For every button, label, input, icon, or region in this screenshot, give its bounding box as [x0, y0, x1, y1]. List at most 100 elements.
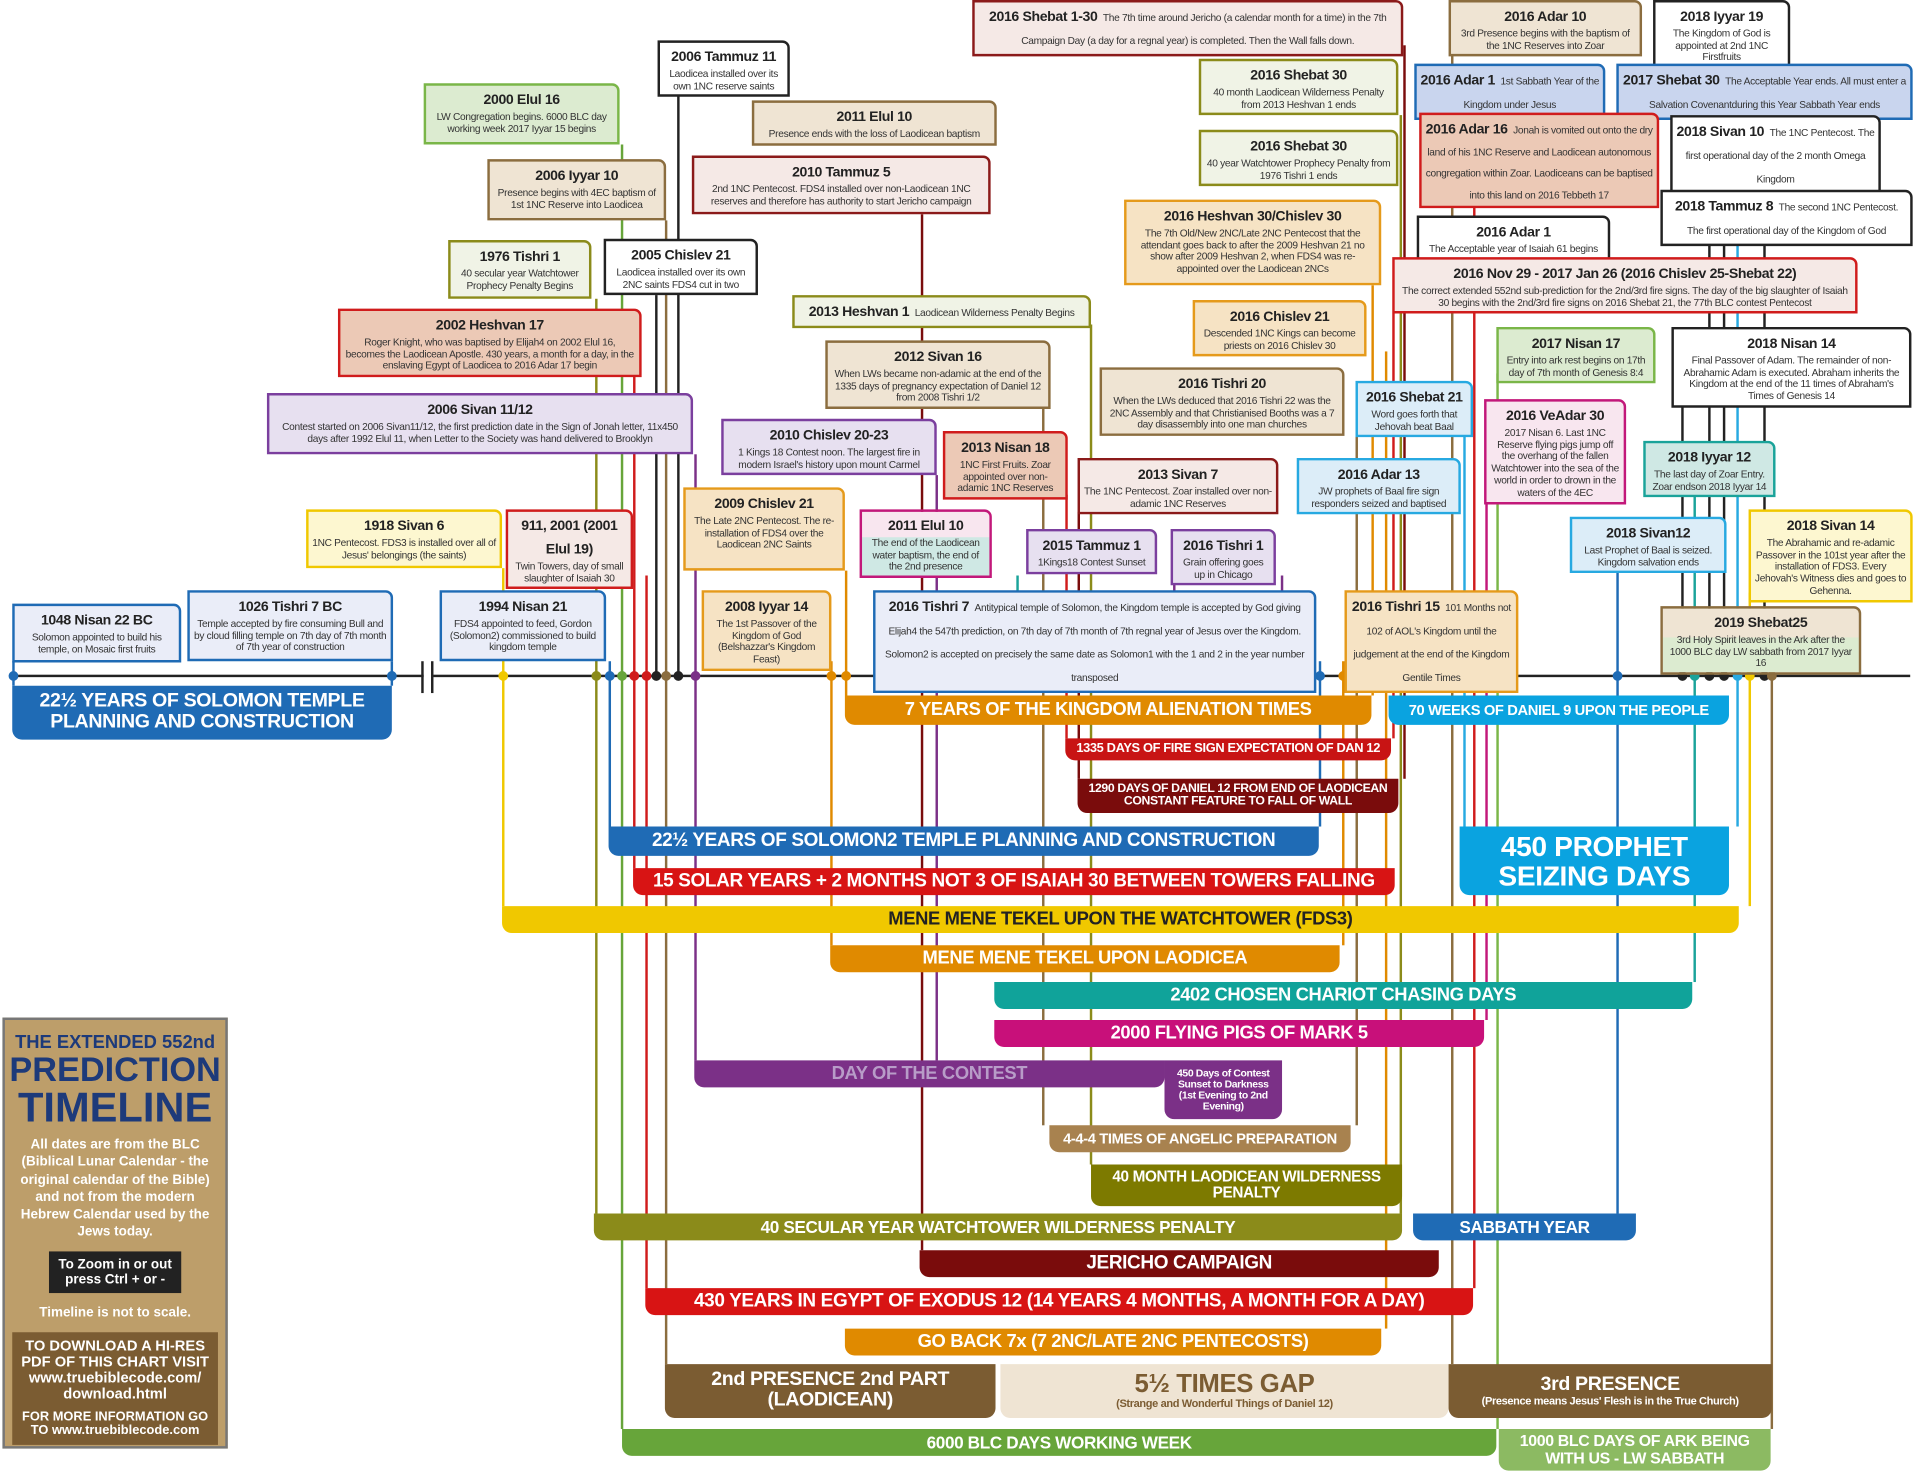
timeline-dot	[1689, 671, 1700, 681]
timeline-dot	[1719, 671, 1729, 681]
event-description: LW Congregation begins. 6000 BLC day wor…	[436, 110, 607, 135]
event-description: Solomon appointed to build his temple, o…	[31, 630, 162, 655]
event-description: 1st Sabbath Year of the Kingdom under Je…	[1463, 74, 1600, 111]
period-label: 450 PROPHET SEIZING DAYS	[1498, 830, 1696, 892]
event-description: The Late 2NC Pentecost. The re-installat…	[694, 514, 835, 551]
event-date: 2018 Sivan 10	[1676, 124, 1765, 140]
event-box: 2013 Heshvan 1 Laodicean Wilderness Pena…	[792, 295, 1092, 329]
event-description: Presence ends with the loss of Laodicean…	[768, 127, 981, 140]
event-date: 2016 Adar 1	[1420, 73, 1496, 89]
event-description: Grain offering goes up in Chicago	[1183, 555, 1264, 580]
event-description: The 1NC Pentecost. Zoar installed over n…	[1084, 484, 1272, 509]
axis-break-mark	[431, 661, 434, 694]
connector-line	[1722, 176, 1726, 676]
event-date: 1994 Nisan 21	[478, 600, 568, 615]
timeline-dot	[498, 671, 509, 681]
event-description: Entry into ark rest begins on 17th day o…	[1506, 353, 1646, 378]
event-date: 1048 Nisan 22 BC	[40, 613, 153, 629]
more-info-link-text[interactable]: FOR MORE INFORMATION GO TO www.truebible…	[22, 1408, 209, 1438]
download-link-text[interactable]: TO DOWNLOAD A HI-RES PDF OF THIS CHART V…	[21, 1336, 209, 1403]
zoom-hint: To Zoom in or out press Ctrl + or -	[48, 1251, 182, 1293]
event-description: 3rd Holy Spirit leaves in the Ark after …	[1669, 632, 1852, 670]
event-date: 2010 Chislev 20-23	[769, 428, 889, 444]
event-description: Laodicea installed over its own 1NC rese…	[669, 67, 778, 92]
period-bar: 22½ YEARS OF SOLOMON TEMPLE PLANNING AND…	[12, 685, 392, 740]
period-label: 2000 FLYING PIGS OF MARK 5	[1110, 1022, 1369, 1044]
axis-gap	[423, 671, 434, 681]
connector-line	[633, 374, 636, 869]
timeline-dot	[591, 671, 602, 681]
event-date: 2006 Tammuz 11	[671, 50, 777, 65]
timeline-dot	[651, 671, 662, 681]
event-date: 2016 Adar 16	[1425, 122, 1508, 138]
event-box: 2016 Tishri 7 Antitypical temple of Solo…	[873, 590, 1317, 693]
legend-title-line1: THE EXTENDED 552nd	[15, 1032, 216, 1054]
event-date: 2002 Heshvan 17	[435, 318, 544, 334]
connector-line	[1496, 373, 1499, 1429]
legend-title-line3: TIMELINE	[17, 1084, 213, 1132]
timeline-dot	[1766, 671, 1777, 681]
timeline-dot	[8, 671, 19, 681]
connector-line	[1770, 660, 1774, 1429]
period-bar: 40 MONTH LAODICEAN WILDERNESS PENALTY	[1091, 1164, 1403, 1207]
period-label: GO BACK 7x (7 2NC/LATE 2NC PENTECOSTS)	[917, 1331, 1309, 1352]
event-description: Jonah is vomited out onto the dry land o…	[1425, 123, 1653, 201]
event-description: When LWs became non-adamic at the end of…	[834, 367, 1042, 404]
period-label: 2nd PRESENCE 2nd PART (LAODICEAN)	[711, 1369, 955, 1411]
connector-line	[1748, 592, 1752, 907]
connector-line	[1485, 502, 1488, 1021]
connector-line	[677, 89, 680, 676]
connector-line	[920, 214, 924, 1251]
event-description: Temple accepted by fire consuming Bull a…	[194, 616, 387, 654]
period-bar: 430 YEARS IN EGYPT OF EXODUS 12 (14 YEAR…	[645, 1288, 1474, 1316]
event-date: 2019 Shebat25	[1714, 615, 1808, 631]
event-date: 2016 Nov 29 - 2017 Jan 26 (2016 Chislev …	[1453, 266, 1797, 282]
period-bar: 6000 BLC DAYS WORKING WEEK	[622, 1428, 1497, 1456]
period-label: 40 MONTH LAODICEAN WILDERNESS PENALTY	[1112, 1168, 1385, 1202]
event-date: 2013 Heshvan 1	[808, 304, 910, 320]
period-label: JERICHO CAMPAIGN	[1086, 1252, 1273, 1274]
event-date: 2011 Elul 10	[836, 110, 913, 125]
period-bar: MENE MENE TEKEL UPON LAODICEA	[830, 945, 1340, 973]
event-box: 2006 Tammuz 11 Laodicea installed over it…	[657, 40, 790, 98]
connector-line	[935, 475, 938, 1061]
event-box: 2016 Nov 29 - 2017 Jan 26 (2016 Chislev …	[1392, 257, 1858, 315]
event-box: 2017 Shebat 30 The Acceptable Year ends.…	[1616, 63, 1913, 120]
event-description: 1 Kings 18 Contest noon. The largest fir…	[738, 445, 920, 470]
timeline-dot	[386, 671, 397, 681]
connector-line	[1384, 351, 1388, 1329]
period-bar: 5½ TIMES GAP(Strange and Wonderful Thing…	[1000, 1364, 1449, 1418]
period-bar: GO BACK 7x (7 2NC/LATE 2NC PENTECOSTS)	[844, 1328, 1382, 1356]
event-date: 2013 Nisan 18	[961, 440, 1050, 456]
period-bar: 2nd PRESENCE 2nd PART (LAODICEAN)	[664, 1364, 996, 1418]
timeline-dot	[1704, 671, 1715, 681]
event-description: 2017 Nisan 6. Last 1NC Reserve flying pi…	[1491, 425, 1619, 499]
event-description: The end of the Laodicean water baptism, …	[871, 536, 980, 573]
period-bar: 450 PROPHET SEIZING DAYS	[1459, 826, 1729, 896]
scale-note: Timeline is not to scale.	[39, 1305, 191, 1320]
timeline-dot	[641, 671, 652, 681]
period-label: DAY OF THE CONTEST	[831, 1063, 1028, 1084]
event-description: 40 secular year Watchtower Prophecy Pena…	[461, 266, 579, 292]
timeline-dot	[690, 671, 701, 681]
event-date: 2018 Iyyar 19	[1680, 9, 1764, 25]
event-date: 2016 Adar 10	[1504, 9, 1587, 25]
timeline-dot	[617, 671, 627, 681]
